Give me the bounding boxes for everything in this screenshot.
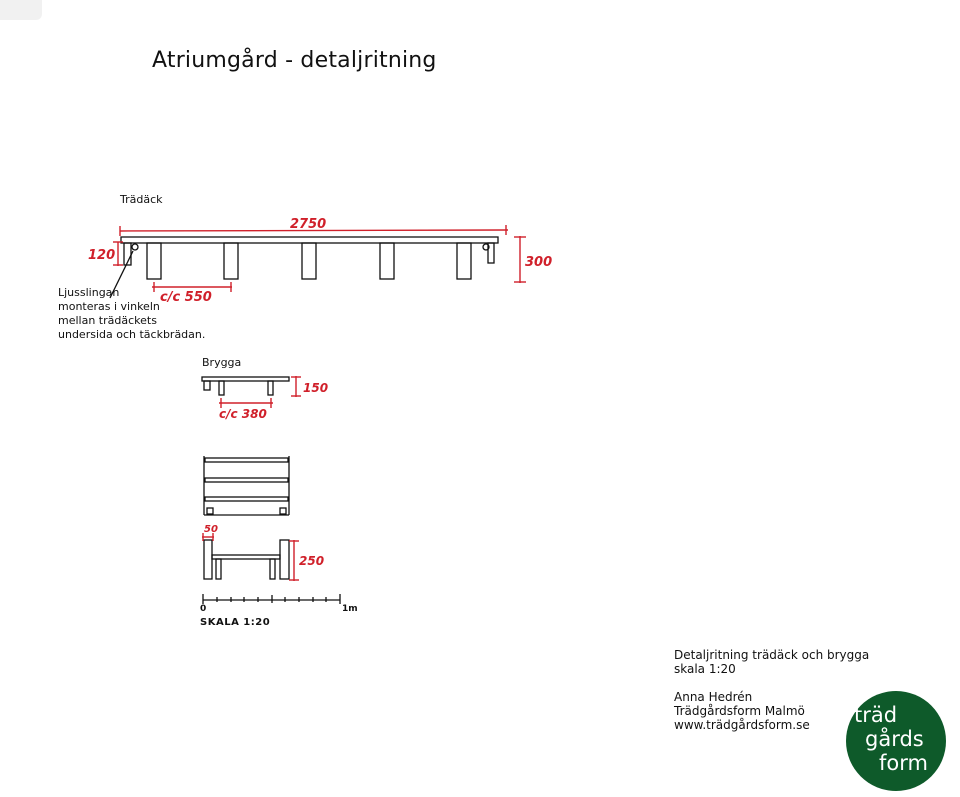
scale-bar <box>202 594 341 604</box>
note-line: Ljusslingan <box>58 286 120 299</box>
bridge-dimensions <box>219 376 301 408</box>
section-fascia <box>203 539 213 580</box>
scale-start: 0 <box>200 604 206 614</box>
deck-post <box>223 242 239 280</box>
dim-label-length: 2750 <box>290 217 326 232</box>
scale-end: 1m <box>342 604 358 614</box>
dim-label-plan-height: 250 <box>299 554 324 568</box>
info-block: Detaljritning trädäck och brygga skala 1… <box>674 648 869 732</box>
corner-tab <box>0 0 42 20</box>
section-dimensions <box>202 533 299 581</box>
scale-label: SKALA 1:20 <box>200 617 270 628</box>
info-website: www.trädgårdsform.se <box>674 718 810 732</box>
deck-post <box>379 242 395 280</box>
section-post <box>269 558 276 580</box>
page-title: Atriumgård - detaljritning <box>152 48 437 73</box>
note-line: mellan trädäckets <box>58 314 157 327</box>
brygga-label: Brygga <box>202 356 242 369</box>
logo-line: träd <box>854 703 898 727</box>
plan-board <box>204 477 289 483</box>
deck-fascia-right <box>487 242 495 264</box>
bridge-post <box>218 380 225 396</box>
plan-post <box>279 507 287 515</box>
dim-line-length <box>119 229 509 232</box>
plan-view <box>203 456 290 516</box>
deck-post <box>146 242 162 280</box>
bridge-top-board <box>201 376 290 382</box>
logo-line: gårds <box>865 727 924 751</box>
plan-board <box>204 496 289 502</box>
deck-elevation <box>109 236 499 299</box>
deck-post <box>456 242 472 280</box>
section-fascia <box>279 539 290 580</box>
light-strip-left <box>131 243 139 251</box>
note-line: monteras i vinkeln <box>58 300 160 313</box>
bridge-elevation <box>201 376 290 396</box>
deck-dimensions <box>113 225 526 292</box>
dim-label-plan-width: 50 <box>204 524 218 535</box>
deck-top-board <box>120 236 499 244</box>
section-top-board <box>211 554 281 560</box>
light-note: Ljusslingan monteras i vinkeln mellan tr… <box>58 286 258 342</box>
info-spacer <box>674 676 869 690</box>
logo: träd gårds form <box>846 691 946 791</box>
info-company: Trädgårdsform Malmö <box>674 704 805 718</box>
dim-label-spacing: c/c 550 <box>160 290 212 305</box>
dim-label-height: 300 <box>525 255 552 270</box>
deck-post <box>301 242 317 280</box>
note-line: undersida och täckbrädan. <box>58 328 206 341</box>
info-line: skala 1:20 <box>674 662 736 676</box>
dim-label-board: 120 <box>88 248 115 263</box>
info-line: Detaljritning trädäck och brygga <box>674 648 870 662</box>
light-strip-right <box>482 243 490 251</box>
info-author: Anna Hedrén <box>674 690 753 704</box>
bridge-fascia <box>203 380 211 391</box>
plan-board <box>204 457 289 463</box>
section-post <box>215 558 222 580</box>
plan-post <box>206 507 214 515</box>
note-leader-line <box>109 250 134 299</box>
bridge-post <box>267 380 274 396</box>
dim-label-bridge-height: 150 <box>303 381 328 395</box>
logo-line: form <box>879 751 928 775</box>
section-view <box>203 539 290 580</box>
tradack-label: Trädäck <box>120 193 163 206</box>
dim-label-bridge-spacing: c/c 380 <box>219 407 267 421</box>
